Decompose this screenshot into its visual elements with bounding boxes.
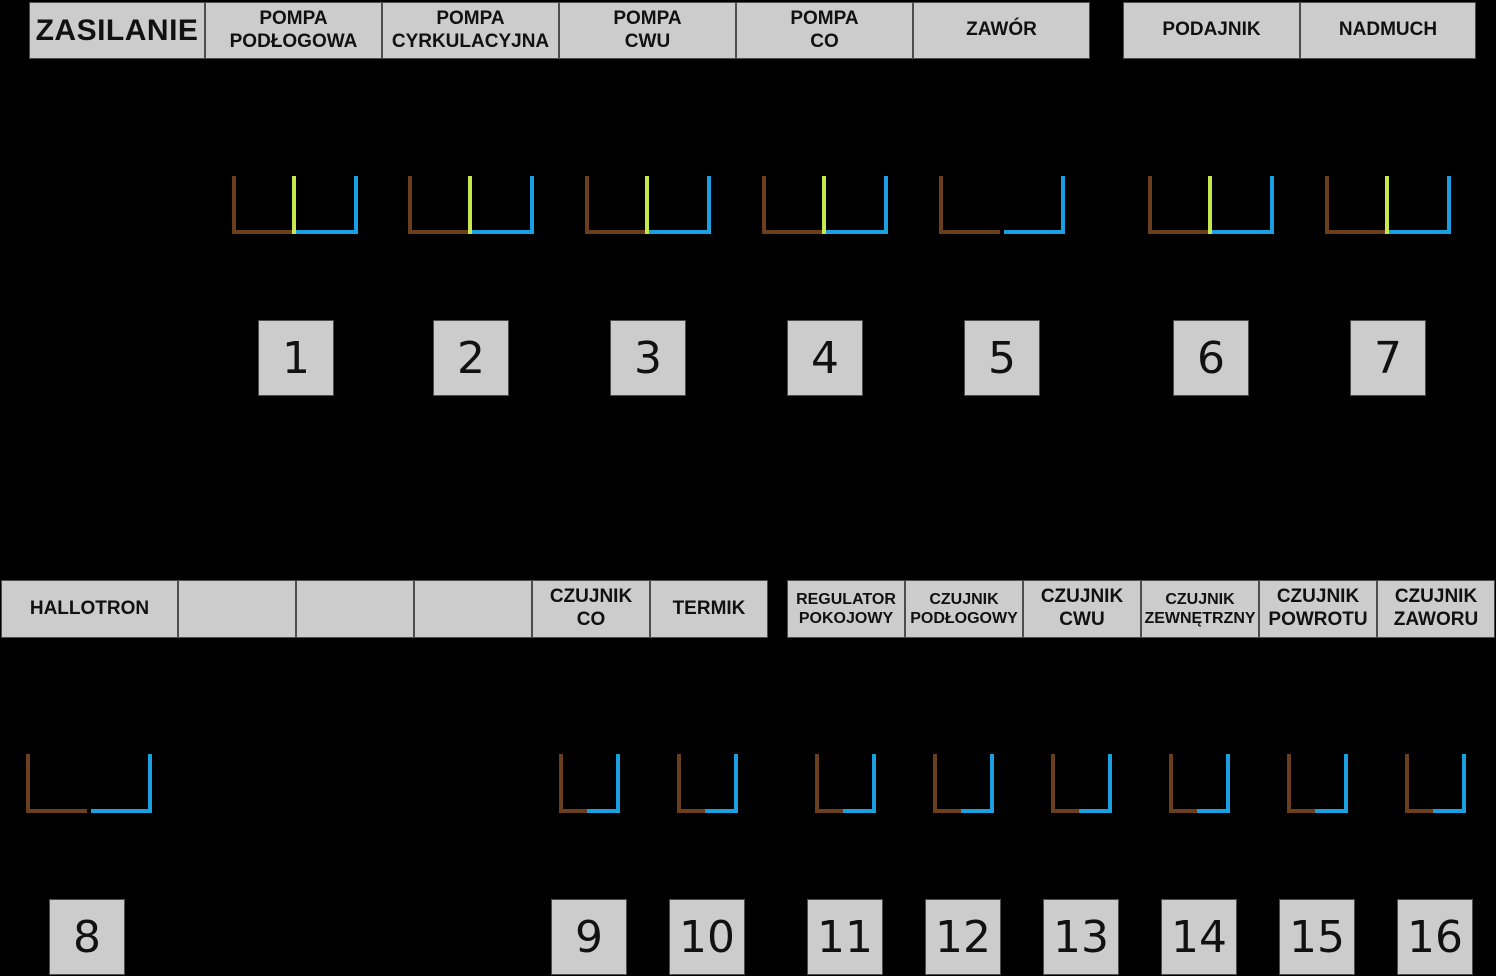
header-nadmuch: NADMUCH: [1300, 2, 1476, 59]
header-czujnik-zewnetrzny: CZUJNIK ZEWNĘTRZNY: [1141, 580, 1259, 638]
terminal-10: 10: [669, 899, 745, 975]
terminal-2: 2: [433, 320, 509, 396]
terminal-14: 14: [1161, 899, 1237, 975]
header-czujnik-co: CZUJNIK CO: [532, 580, 650, 638]
terminal-11: 11: [807, 899, 883, 975]
header-czujnik-powrotu: CZUJNIK POWROTU: [1259, 580, 1377, 638]
terminal-4: 4: [787, 320, 863, 396]
terminal-5: 5: [964, 320, 1040, 396]
header-hallotron: HALLOTRON: [1, 580, 178, 638]
header-regulator-pokojowy: REGULATOR POKOJOWY: [787, 580, 905, 638]
header-empty-2: [296, 580, 414, 638]
header-pompa-cyrkulacyjna: POMPA CYRKULACYJNA: [382, 2, 559, 59]
header-czujnik-podlogowy: CZUJNIK PODŁOGOWY: [905, 580, 1023, 638]
terminal-3: 3: [610, 320, 686, 396]
header-empty-1: [178, 580, 296, 638]
wires-group: [26, 176, 1466, 813]
header-czujnik-cwu: CZUJNIK CWU: [1023, 580, 1141, 638]
header-czujnik-zaworu: CZUJNIK ZAWORU: [1377, 580, 1495, 638]
header-pompa-co: POMPA CO: [736, 2, 913, 59]
terminal-1: 1: [258, 320, 334, 396]
header-pompa-podlogowa: POMPA PODŁOGOWA: [205, 2, 382, 59]
terminal-6: 6: [1173, 320, 1249, 396]
terminal-15: 15: [1279, 899, 1355, 975]
terminal-8: 8: [49, 899, 125, 975]
header-zasilanie: ZASILANIE: [29, 2, 205, 59]
terminal-13: 13: [1043, 899, 1119, 975]
header-zawor: ZAWÓR: [913, 2, 1090, 59]
terminal-16: 16: [1397, 899, 1473, 975]
header-podajnik: PODAJNIK: [1123, 2, 1300, 59]
terminal-7: 7: [1350, 320, 1426, 396]
terminal-9: 9: [551, 899, 627, 975]
header-pompa-cwu: POMPA CWU: [559, 2, 736, 59]
header-termik: TERMIK: [650, 580, 768, 638]
header-empty-3: [414, 580, 532, 638]
terminal-12: 12: [925, 899, 1001, 975]
